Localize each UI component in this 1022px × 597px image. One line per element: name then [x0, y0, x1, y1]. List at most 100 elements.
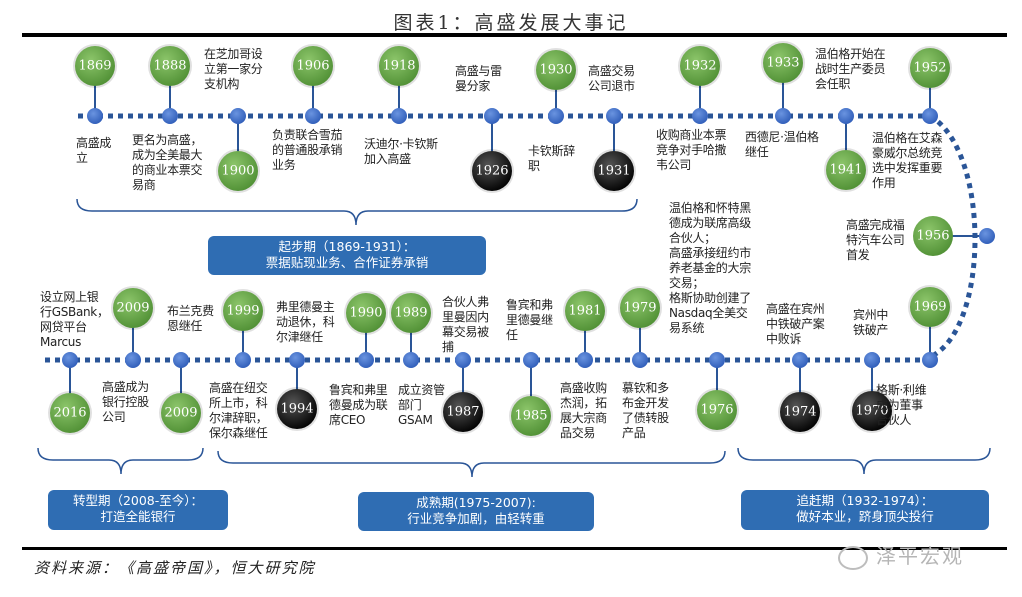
year-badge-green: [697, 390, 737, 430]
year-label: 1994: [280, 402, 313, 417]
year-badge-green: [150, 46, 190, 86]
year-badge-green: [218, 151, 258, 191]
event-description: 高盛成 立: [76, 136, 112, 165]
year-label: 1999: [226, 304, 259, 319]
year-badge-green: [910, 48, 950, 88]
year-badge-green: [565, 291, 605, 331]
chart-title: 图表1：高盛发展大事记: [393, 12, 629, 34]
top-rule: [22, 33, 1007, 37]
timeline-node: [235, 352, 251, 368]
event-description: 高盛在纽交 所上市，科 尔津辞职， 保尔森继任: [209, 381, 268, 440]
event-description: 成立资管 部门 GSAM: [398, 383, 445, 427]
period-brace: [37, 447, 204, 475]
timeline-node: [792, 352, 808, 368]
timeline-node: [289, 352, 305, 368]
watermark: 泽平宏观: [838, 540, 964, 570]
period-subtitle: 打造全能银行: [100, 509, 176, 524]
event-description: 设立网上银 行GSBank， 网贷平台 Marcus: [40, 290, 109, 349]
year-badge-green: [113, 288, 153, 328]
timeline-node: [692, 108, 708, 124]
event-description: 鲁宾和弗里 德曼成为联 席CEO: [329, 383, 388, 427]
timeline-node: [979, 228, 995, 244]
year-badge-green: [620, 288, 660, 328]
bottom-rule: [22, 547, 1007, 550]
year-label: 2009: [116, 301, 149, 316]
year-badge-green: [536, 50, 576, 90]
year-label: 1930: [539, 63, 572, 78]
year-label: 1976: [700, 403, 733, 418]
year-label: 1906: [296, 59, 329, 74]
timeline-node: [173, 352, 189, 368]
year-label: 1990: [349, 306, 382, 321]
timeline-node: [162, 108, 178, 124]
year-badge-black: [472, 151, 512, 191]
event-description: 高盛成为 银行控股 公司: [102, 380, 149, 424]
year-badge-black: [277, 389, 317, 429]
event-description: 在芝加哥设 立第一家分 支机构: [204, 47, 263, 91]
event-description: 高盛在宾州 中铁破产案 中败诉: [766, 302, 825, 346]
timeline-node: [864, 352, 880, 368]
event-description: 温伯格和怀特黑 德成为联席高级 合伙人； 高盛承接纽约市 养老基金的大宗 交易；…: [669, 201, 751, 335]
period-subtitle: 行业竞争加剧，由轻转重: [407, 511, 545, 526]
event-description: 高盛收购 杰润，拓 展大宗商 品交易: [560, 381, 607, 440]
year-badge-green: [391, 293, 431, 333]
year-badge-black: [780, 392, 820, 432]
year-label: 1926: [475, 164, 508, 179]
year-badge-green: [50, 393, 90, 433]
year-badge-green: [511, 396, 551, 436]
year-label: 1931: [597, 164, 630, 179]
year-badge-green: [293, 46, 333, 86]
event-description: 西德尼·温伯格 继任: [745, 130, 819, 159]
timeline-node: [391, 108, 407, 124]
timeline-node: [62, 352, 78, 368]
year-label: 1900: [221, 164, 254, 179]
event-description: 收购商业本票 竞争对手哈撒 韦公司: [656, 128, 727, 172]
event-description: 温伯格开始在 战时生产委员 会任职: [815, 47, 886, 91]
period-brace: [217, 450, 726, 478]
event-description: 高盛交易 公司退市: [588, 64, 635, 93]
year-badge-black: [443, 392, 483, 432]
period-title: 转型期（2008-至今）：: [72, 493, 204, 508]
event-description: 温伯格在艾森 豪威尔总统竞 选中发挥重要 作用: [872, 131, 943, 190]
year-badge-black: [594, 151, 634, 191]
timeline-node: [523, 352, 539, 368]
event-description: 弗里德曼主 动退休，科 尔津继任: [276, 300, 335, 344]
event-description: 布兰克费 恩继任: [167, 304, 214, 333]
year-badge-green: [913, 216, 953, 256]
period-box-startup: 起步期（1869-1931）： 票据贴现业务、合作证券承销: [208, 236, 486, 275]
year-label: 1933: [766, 56, 799, 71]
timeline-node: [548, 108, 564, 124]
year-badge-green: [379, 46, 419, 86]
year-label: 1989: [394, 306, 427, 321]
year-badge-green: [910, 287, 950, 327]
timeline-axis-curve: [928, 113, 978, 360]
period-subtitle: 做好本业，跻身顶尖投行: [796, 509, 934, 524]
period-title: 成熟期(1975-2007):: [416, 495, 536, 510]
event-description: 鲁宾和弗 里德曼继 任: [506, 298, 553, 342]
source-note: 资料来源：《高盛帝国》，恒大研究院: [34, 559, 316, 577]
year-label: 1985: [514, 409, 547, 424]
period-brace: [737, 447, 991, 475]
timeline-node: [455, 352, 471, 368]
timeline-node: [709, 352, 725, 368]
year-badge-green: [346, 293, 386, 333]
event-description: 格斯·利维 成为董事 合伙人: [876, 383, 927, 427]
timeline-node: [305, 108, 321, 124]
year-label: 1987: [446, 405, 479, 420]
year-label: 1888: [153, 59, 186, 74]
event-description: 慕钦和多 布金开发 了债转股 产品: [622, 381, 669, 440]
year-label: 1869: [78, 59, 111, 74]
period-brace: [76, 198, 638, 226]
year-label: 1970: [855, 404, 888, 419]
watermark-text: 泽平宏观: [876, 544, 964, 568]
event-description: 高盛与雷 曼分家: [455, 64, 502, 93]
timeline-node: [632, 352, 648, 368]
year-label: 1974: [783, 405, 816, 420]
timeline-node: [230, 108, 246, 124]
period-box-catchup: 追赶期（1932-1974）： 做好本业，跻身顶尖投行: [741, 490, 989, 530]
period-box-transformation: 转型期（2008-至今）： 打造全能银行: [48, 490, 228, 530]
year-badge-green: [161, 393, 201, 433]
timeline-node: [125, 352, 141, 368]
year-label: 2016: [53, 406, 86, 421]
